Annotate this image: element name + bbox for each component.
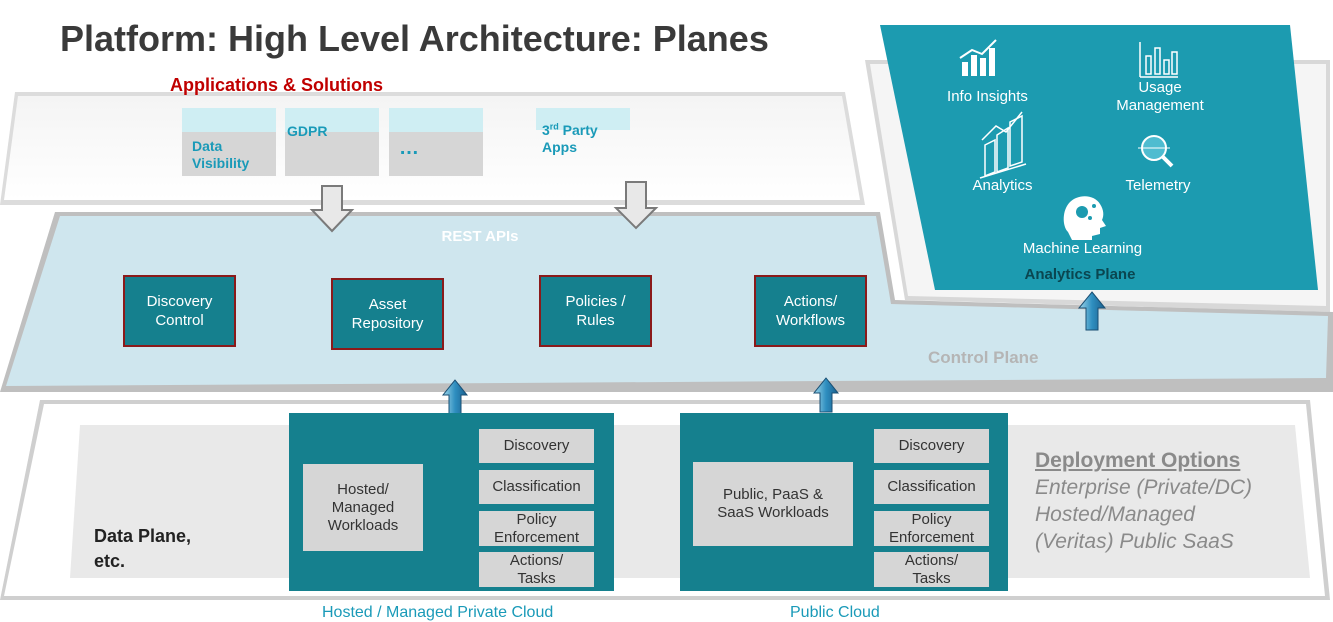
deployment-option: (Veritas) Public SaaS [1035, 530, 1234, 553]
brain-head-icon [1063, 196, 1106, 240]
analytics-item-label: Telemetry [1125, 177, 1191, 194]
app-card-data-visibility: Data Visibility [182, 108, 276, 176]
app-card-label: GDPR [287, 123, 328, 139]
bar-chart-icon [1139, 42, 1178, 78]
function-box-classification: Classification [479, 470, 594, 504]
workload-label: Hosted/ [337, 480, 389, 498]
rest-apis-label: REST APIs [441, 228, 519, 245]
workload-label: Managed [331, 498, 395, 516]
cluster-caption-private: Hosted / Managed Private Cloud [322, 604, 554, 621]
data-plane-label-line: etc. [94, 551, 126, 571]
function-label: Discovery [898, 437, 965, 454]
deployment-option: Hosted/Managed [1035, 503, 1195, 526]
3d-chart-icon [979, 111, 1027, 179]
analytics-item-label: Management [1116, 97, 1204, 114]
control-box-label: Rules [576, 312, 615, 329]
function-box-discovery: Discovery [874, 429, 989, 463]
data-plane-label: Data Plane, etc. [94, 524, 191, 574]
function-label: Classification [887, 478, 976, 495]
app-card-gdpr: GDPR [285, 108, 379, 176]
app-card-label: 3rd Party [542, 118, 624, 139]
function-label: Policy [911, 510, 952, 528]
analytics-item-label: Analytics [972, 177, 1033, 194]
function-box-classification: Classification [874, 470, 989, 504]
control-box-actions: Actions/Workflows [754, 275, 867, 347]
magnifier-icon [1138, 135, 1174, 168]
up-arrow-icon [812, 377, 840, 413]
control-box-label: Discovery [146, 293, 213, 310]
app-card-header [182, 108, 276, 132]
function-label: Discovery [503, 437, 570, 454]
up-arrow-icon [1077, 291, 1107, 331]
workload-label: Public, PaaS & [722, 486, 824, 503]
app-card-header [536, 108, 630, 130]
workload-label: SaaS Workloads [717, 504, 829, 521]
app-card-label: … [399, 137, 419, 159]
cluster-caption-public: Public Cloud [790, 604, 880, 621]
control-box-label: Control [155, 312, 204, 329]
down-arrow-icon [309, 185, 355, 233]
data-plane-label-line: Data Plane, [94, 526, 192, 546]
control-plane-label: Control Plane [928, 348, 1039, 367]
analytics-item-machine-learning: Machine Learning [1005, 240, 1160, 258]
function-label: Actions/ [904, 551, 959, 569]
analytics-item-usage-management: Usage Management [1100, 79, 1220, 115]
analytics-item-telemetry: Telemetry [1108, 177, 1208, 195]
app-card-body: GDPR [285, 123, 379, 176]
function-label: Tasks [912, 569, 951, 587]
app-card-body: … [389, 132, 483, 176]
deployment-option: Enterprise (Private/DC) [1035, 476, 1253, 499]
app-card-body: 3rd Party Apps [536, 118, 630, 156]
down-arrow-icon [613, 181, 659, 230]
app-card-label: Apps [542, 138, 577, 155]
page-title: Platform: High Level Architecture: Plane… [60, 18, 769, 59]
control-box-policies: Policies / Rules [539, 275, 652, 347]
applications-heading: Applications & Solutions [170, 75, 384, 95]
control-box-label: Actions/ [783, 293, 838, 310]
function-box-actions-tasks: Actions/Tasks [479, 552, 594, 587]
app-card-third-party: 3rd Party Apps [536, 108, 630, 156]
chart-icon [959, 39, 997, 76]
app-card-label: Data [192, 138, 223, 154]
control-box-label: Repository [351, 315, 424, 332]
workload-box-public: Public, PaaS & SaaS Workloads [693, 462, 853, 546]
analytics-item-info-insights: Info Insights [930, 88, 1045, 106]
control-box-label: Workflows [776, 312, 845, 329]
app-card-header [285, 108, 379, 132]
control-box-label: Policies / [565, 293, 626, 310]
function-label: Classification [492, 478, 581, 495]
deployment-options-heading: Deployment Options [1035, 449, 1241, 472]
control-box-label: Asset [368, 296, 407, 313]
function-box-discovery: Discovery [479, 429, 594, 463]
app-card-label-line: 3rd Party [542, 121, 598, 138]
analytics-plane-panel [880, 25, 1318, 290]
app-card-body: Data Visibility [182, 132, 276, 176]
analytics-item-analytics: Analytics [950, 177, 1055, 195]
workload-label: Workloads [327, 516, 399, 534]
workload-box-hosted: Hosted/ Managed Workloads [303, 464, 423, 551]
data-plane-slab [0, 400, 1330, 600]
function-label: Enforcement [493, 528, 580, 546]
analytics-item-label: Usage [1138, 79, 1182, 96]
analytics-item-label: Info Insights [947, 88, 1028, 105]
app-card-more: … [389, 108, 483, 176]
function-box-actions-tasks: Actions/Tasks [874, 552, 989, 587]
app-card-header [389, 108, 483, 132]
function-label: Tasks [517, 569, 556, 587]
function-label: Policy [516, 510, 557, 528]
function-label: Actions/ [509, 551, 564, 569]
app-card-label: Visibility [192, 155, 250, 171]
analytics-item-label: Machine Learning [1022, 240, 1143, 257]
function-label: Enforcement [888, 528, 975, 546]
analytics-plane-label: Analytics Plane [1024, 266, 1136, 283]
